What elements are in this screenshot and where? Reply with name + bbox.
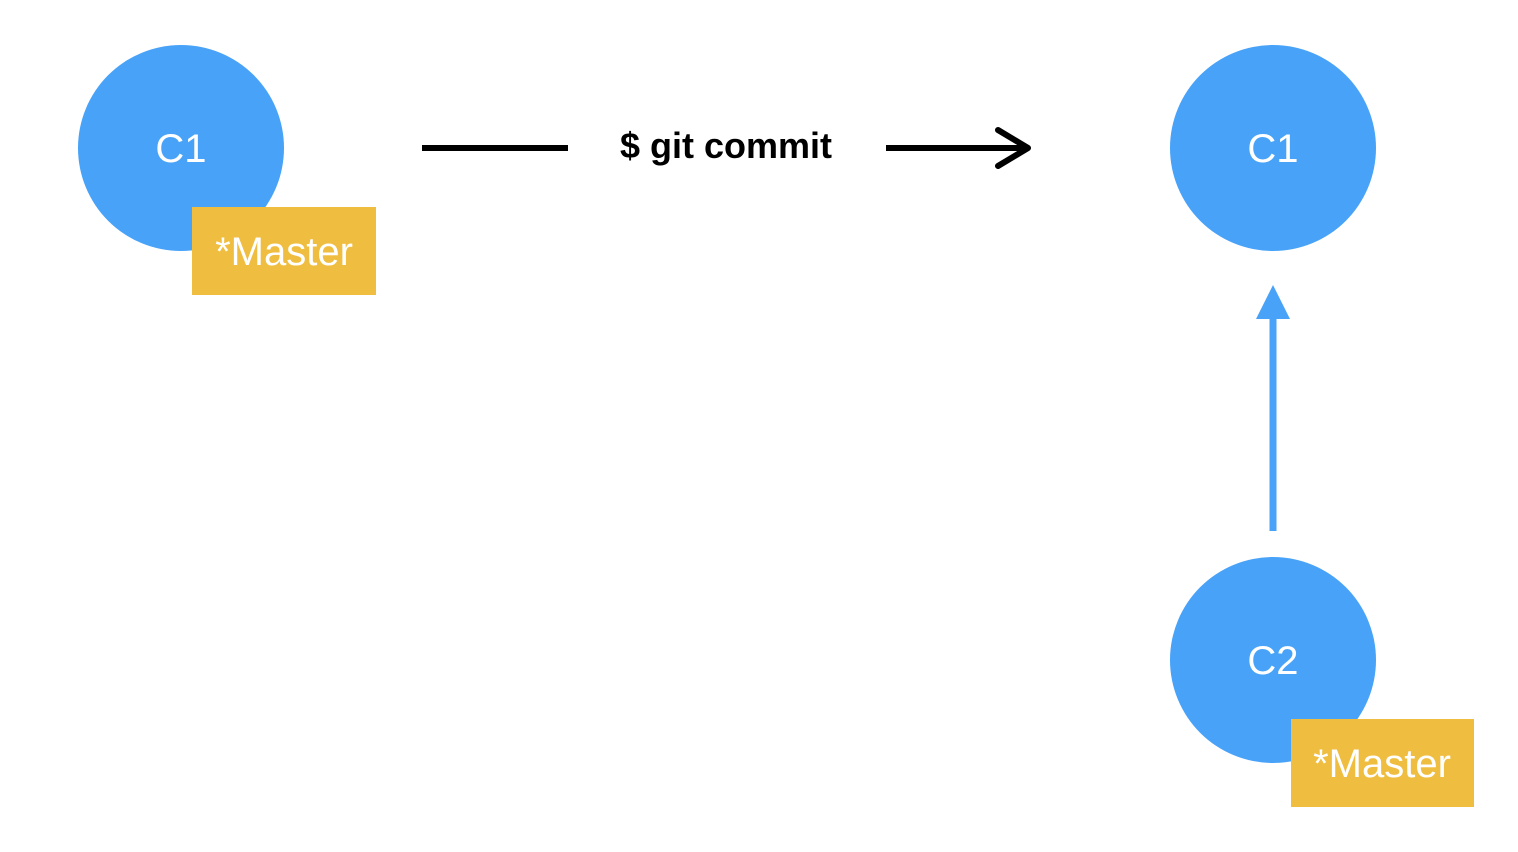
- before-master-branch-label: *Master: [215, 230, 353, 274]
- after-master-branch-tag: [1291, 719, 1474, 807]
- parent-link-arrowhead: [1256, 285, 1290, 319]
- command-transition: $ git commit: [422, 125, 1031, 169]
- before-master-branch-tag: [192, 207, 376, 295]
- before-commit-c1-label: C1: [155, 127, 206, 171]
- git-commit-command: $ git commit: [620, 125, 832, 166]
- after-commit-c1-label: C1: [1247, 127, 1298, 171]
- after-commit-c2-node: [1170, 557, 1376, 763]
- before-commit-c1-node: [78, 45, 284, 251]
- after-master-branch-label: *Master: [1313, 742, 1451, 786]
- after-state: C1 C2 *Master: [1170, 45, 1474, 807]
- after-commit-c2-label: C2: [1247, 639, 1298, 683]
- before-state: C1 *Master: [78, 45, 376, 295]
- command-arrowhead: [995, 127, 1031, 169]
- after-commit-c1-node: [1170, 45, 1376, 251]
